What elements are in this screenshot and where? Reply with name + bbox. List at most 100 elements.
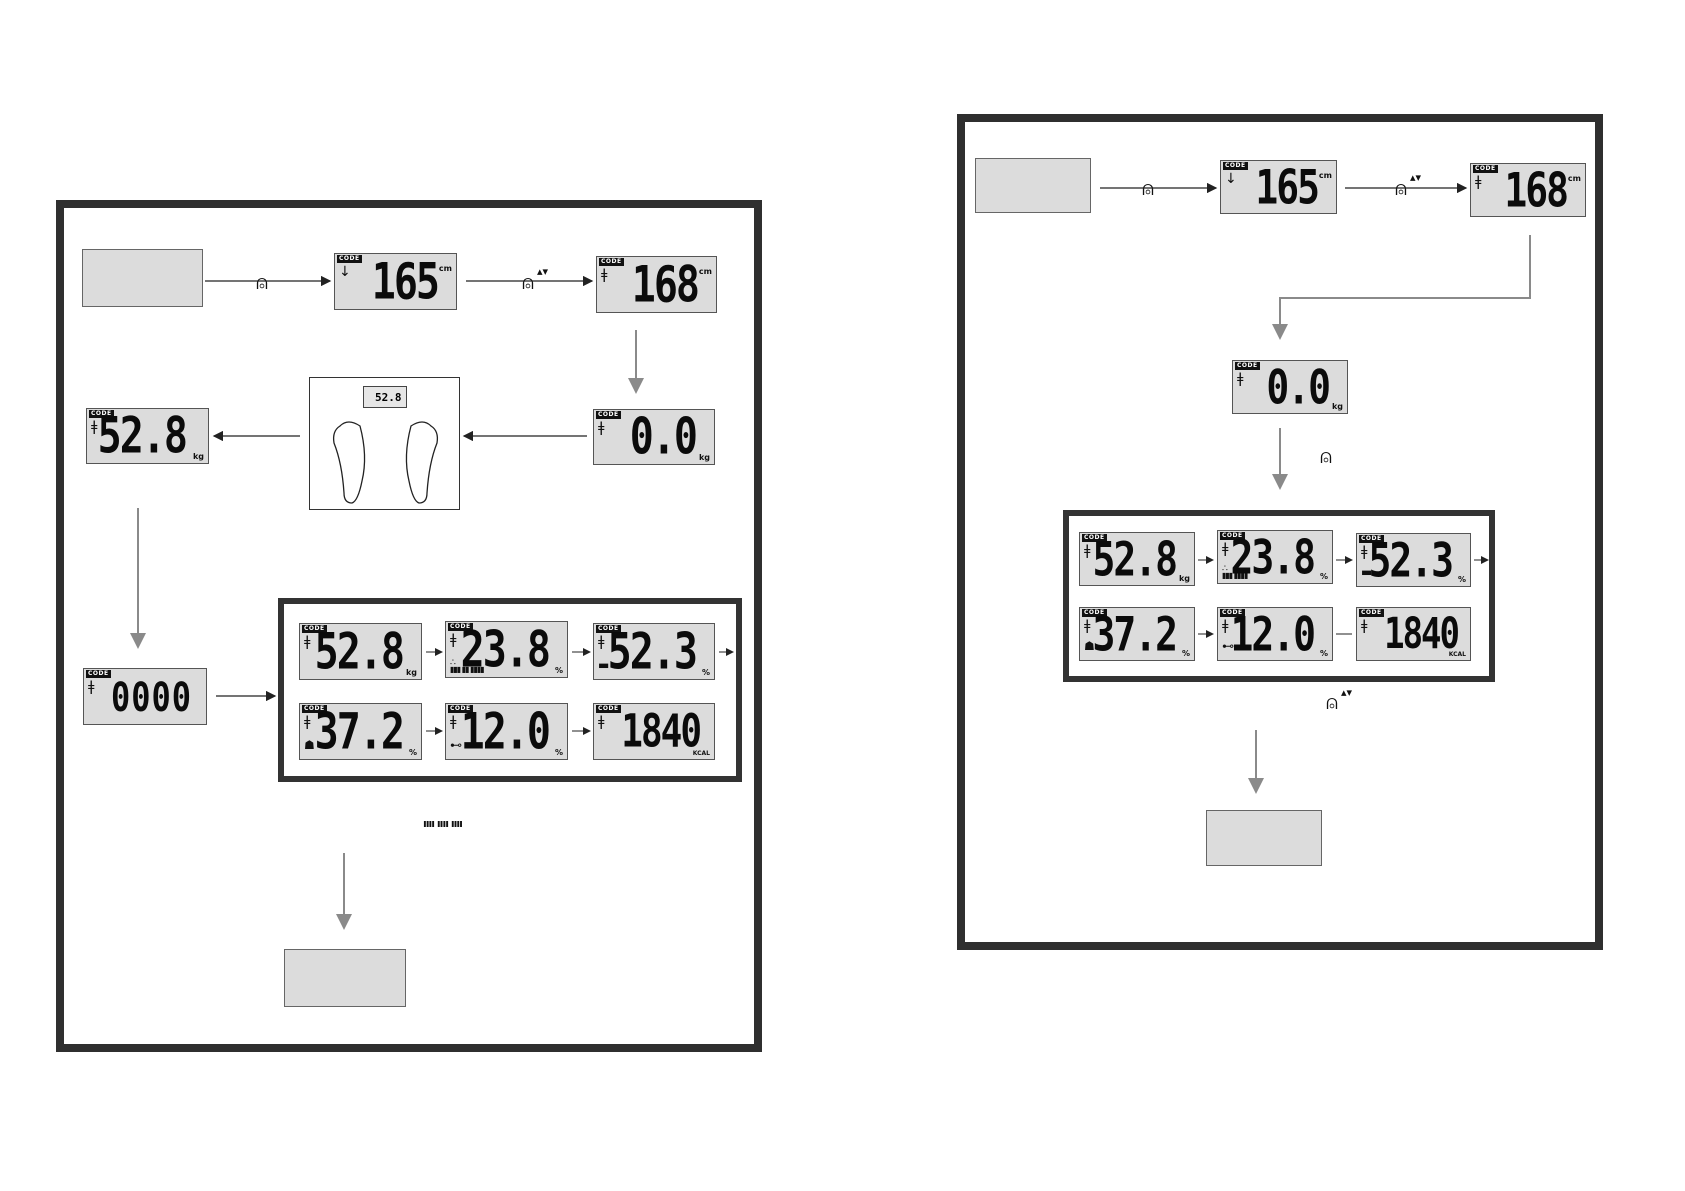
code-label: CODE [1359, 535, 1384, 543]
person-icon: ǂ [1361, 618, 1368, 634]
lcd-value: 23.8 [460, 620, 551, 679]
lcd-unit: kg [405, 668, 417, 677]
lcd-value: 52.3 [1368, 532, 1454, 588]
arrow [1272, 235, 1531, 340]
fat-bars-icon: ▮▮▮ ▮▮ ▮▮▮▮ [450, 665, 485, 674]
person-icon: ǂ [1222, 541, 1229, 557]
lcd-value: 37.2 [1092, 606, 1178, 662]
person-icon: ǂ [88, 679, 95, 695]
lcd-value: 12.0 [1230, 606, 1316, 662]
code-label: CODE [1082, 534, 1107, 542]
person-icon: ǂ [598, 714, 605, 730]
code-label: CODE [89, 410, 114, 418]
lcd-value: 168 [1504, 162, 1569, 218]
right-result-muscle: CODE ǂ ☗ 37.2 % [1079, 606, 1195, 662]
mini-scale-display: 52.8 [362, 386, 407, 408]
press-button-icon: ⍝ [522, 270, 534, 294]
lcd-unit: % [701, 668, 710, 677]
right-end-box [1206, 810, 1322, 866]
code-label: CODE [596, 705, 621, 713]
lcd-unit: cm [1318, 171, 1332, 180]
up-down-triangle-icon: ▴▾ [537, 265, 549, 278]
press-button-icon: ⍝ [1320, 444, 1332, 468]
muscle-icon: ☗ [304, 738, 315, 752]
lcd-unit: kg [698, 453, 710, 462]
code-label: CODE [337, 255, 362, 263]
lcd-value: 52.8 [314, 622, 405, 681]
person-icon: ǂ [91, 419, 98, 435]
lcd-unit: cm [438, 264, 452, 273]
scale-with-feet: 52.8 [309, 377, 460, 510]
person-down-icon: ↓ [339, 264, 351, 280]
lcd-value: 1840 [1384, 609, 1460, 659]
right-result-weight: CODE ǂ 52.8 kg [1079, 531, 1195, 587]
right-result-bone: CODE ǂ ⊷ 12.0 % [1217, 606, 1333, 662]
left-lcd-scanning: CODE ǂ 0000 [83, 668, 207, 725]
code-label: CODE [1223, 162, 1248, 170]
lcd-value: 12.0 [460, 702, 551, 761]
left-lcd-height-165: CODE ↓ 165 cm [334, 253, 457, 310]
left-result-fat: CODE ǂ ∴ ▮▮▮ ▮▮ ▮▮▮▮ 23.8 % [445, 621, 568, 678]
right-start-box [975, 158, 1091, 213]
lcd-unit: % [554, 666, 563, 675]
left-result-muscle: CODE ǂ ☗ 37.2 % [299, 703, 422, 760]
fat-bars-icon: ▮▮▮ ▮▮▮▮ [1222, 571, 1248, 580]
left-result-bone: CODE ǂ ⊷ 12.0 % [445, 703, 568, 760]
code-label: CODE [596, 411, 621, 419]
left-dash-marks: ıııı ıııı ıııı [423, 817, 463, 830]
person-icon: ǂ [598, 420, 605, 436]
lcd-unit: % [408, 748, 417, 757]
lcd-unit: % [1319, 649, 1328, 658]
code-label: CODE [596, 625, 621, 633]
up-down-triangle-icon: ▴▾ [1410, 171, 1422, 184]
person-icon: ǂ [1361, 544, 1368, 560]
left-lcd-weight-flash: CODE ǂ 52.8 kg [86, 407, 209, 465]
bone-icon: ⊷ [450, 738, 462, 752]
person-icon: ǂ [304, 714, 311, 730]
code-label: CODE [1220, 532, 1245, 540]
left-start-box [82, 249, 203, 307]
left-lcd-height-168: CODE ǂ 168 cm [596, 256, 717, 313]
press-button-icon: ⍝ [1326, 690, 1338, 714]
person-icon: ǂ [450, 632, 457, 648]
code-label: CODE [599, 258, 624, 266]
right-result-calories: CODE ǂ 1840 KCAL [1356, 607, 1471, 661]
lcd-value: 1840 [621, 705, 702, 758]
lcd-unit: kg [192, 452, 204, 461]
lcd-unit: cm [698, 267, 712, 276]
lcd-value: 0000 [110, 672, 192, 721]
water-icon: ▬ [1361, 565, 1373, 579]
lcd-value: 0.0 [1266, 359, 1331, 415]
person-icon: ǂ [450, 714, 457, 730]
lcd-unit: KCAL [1448, 651, 1466, 658]
code-label: CODE [302, 705, 327, 713]
left-result-calories: CODE ǂ 1840 KCAL [593, 703, 715, 760]
person-icon: ǂ [1084, 618, 1091, 634]
right-lcd-height-165: CODE ↓ 165 cm [1220, 160, 1337, 215]
lcd-value: 37.2 [314, 702, 405, 761]
code-label: CODE [1220, 609, 1245, 617]
left-end-box [284, 949, 406, 1007]
lcd-value: 52.8 [1092, 531, 1178, 587]
feet-icon [332, 421, 439, 504]
person-icon: ǂ [304, 634, 311, 650]
press-button-icon: ⍝ [256, 270, 268, 294]
lcd-unit: cm [1567, 174, 1581, 183]
person-icon: ǂ [598, 634, 605, 650]
person-icon: ǂ [601, 267, 608, 283]
muscle-icon: ☗ [1084, 639, 1095, 653]
lcd-value: 23.8 [1230, 529, 1316, 585]
right-lcd-zero: CODE ǂ 0.0 kg [1232, 359, 1348, 415]
lcd-unit: kg [1331, 402, 1343, 411]
fat-dots-icon: ∴ [1222, 564, 1228, 574]
right-result-fat: CODE ǂ ∴ ▮▮▮ ▮▮▮▮ 23.8 % [1217, 529, 1333, 585]
lcd-value: 52.3 [607, 622, 698, 681]
lcd-unit: kg [1178, 574, 1190, 583]
left-result-weight: CODE ǂ 52.8 kg [299, 623, 422, 680]
person-icon: ǂ [1084, 543, 1091, 559]
code-label: CODE [1473, 165, 1498, 173]
code-label: CODE [448, 623, 473, 631]
lcd-unit: % [1457, 575, 1466, 584]
left-result-water: CODE ǂ ▬ 52.3 % [593, 623, 715, 680]
